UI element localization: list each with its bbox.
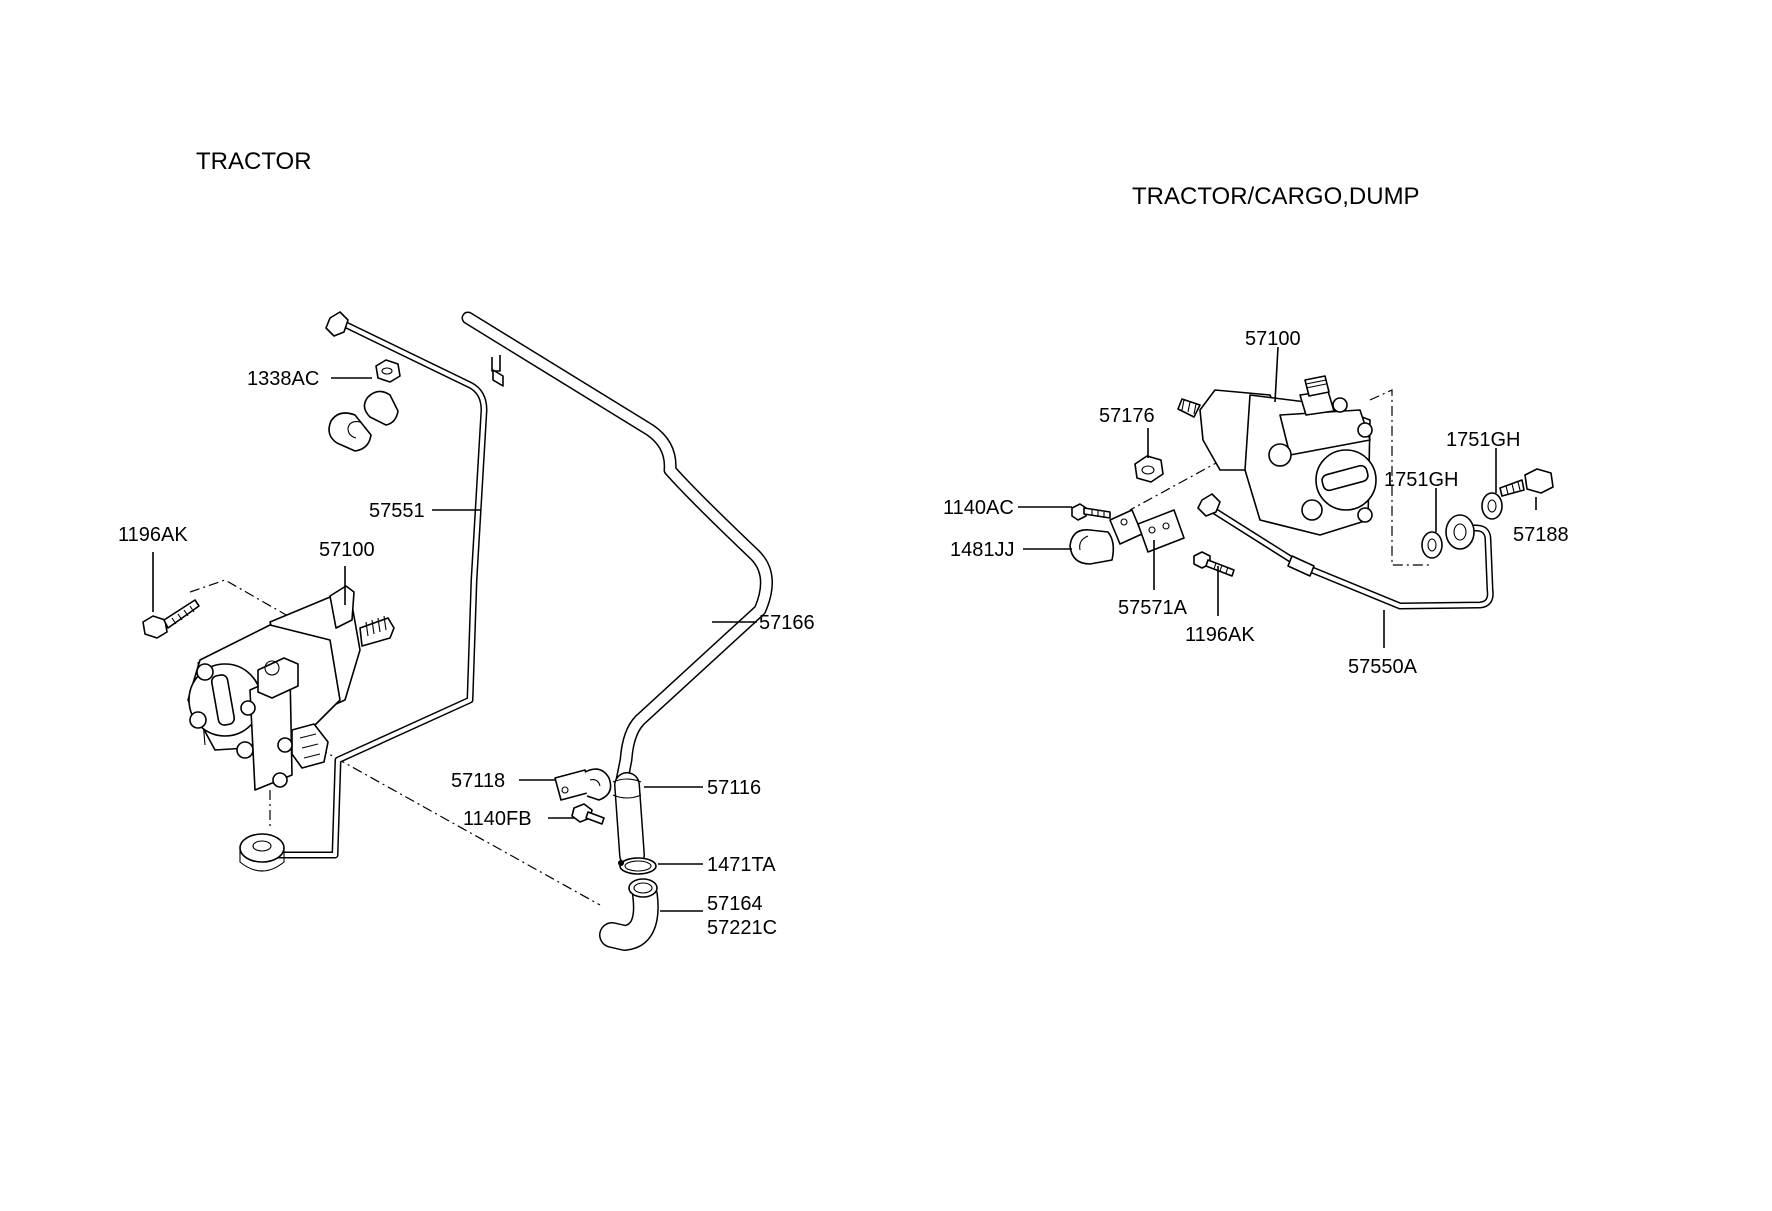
hose-clamp-1471TA[interactable]: [618, 857, 657, 875]
fitting-eye: [1445, 514, 1475, 550]
label-57571A: 57571A: [1118, 597, 1188, 619]
nut-1338AC[interactable]: [375, 359, 401, 383]
hose-57116[interactable]: [612, 772, 645, 868]
bolt-1196AK-left[interactable]: [142, 599, 200, 639]
bolt-1196AK-right[interactable]: [1193, 551, 1235, 577]
bolt-57188[interactable]: [1499, 468, 1554, 497]
pump-57100-right[interactable]: [1177, 375, 1377, 536]
bracket-57571A[interactable]: [1137, 509, 1185, 553]
title-tractor: TRACTOR: [196, 148, 312, 175]
left-assembly: 1338AC 57551 1196AK 57100 57166 57118 57…: [118, 311, 815, 951]
pressure-line-57550A[interactable]: [1197, 493, 1494, 610]
label-1140AC: 1140AC: [943, 497, 1014, 519]
label-1140FB: 1140FB: [463, 808, 532, 830]
clamp-1481JJ[interactable]: [1069, 509, 1143, 565]
banjo-fitting: [239, 833, 285, 863]
label-1196AK-right: 1196AK: [1185, 624, 1255, 646]
label-1751GH-a: 1751GH: [1384, 469, 1459, 491]
label-57100-right: 57100: [1245, 328, 1301, 350]
right-assembly: 57100 57176 1751GH 1751GH 1140AC 57188 1…: [943, 328, 1569, 678]
label-57221C: 57221C: [707, 917, 777, 939]
pump-57100-left[interactable]: [187, 585, 395, 791]
clamp-upper: [328, 390, 399, 452]
label-1471TA: 1471TA: [707, 854, 776, 876]
label-57166: 57166: [759, 612, 815, 634]
label-57550A: 57550A: [1348, 656, 1418, 678]
label-1196AK-left: 1196AK: [118, 524, 188, 546]
pressure-line-57551[interactable]: [239, 311, 488, 872]
label-57188: 57188: [1513, 524, 1569, 546]
bolt-1140FB[interactable]: [571, 803, 605, 825]
pipe-nut: [325, 311, 349, 337]
label-57118: 57118: [451, 770, 505, 792]
leader-57100-right: [1274, 346, 1279, 403]
washer-1751GH-a[interactable]: [1421, 531, 1443, 559]
nut-57176[interactable]: [1134, 455, 1164, 483]
washer-1751GH-b[interactable]: [1481, 492, 1503, 520]
label-57551: 57551: [369, 500, 425, 522]
label-57164: 57164: [707, 893, 763, 915]
bolt-1140AC[interactable]: [1071, 503, 1111, 521]
return-tube-57166[interactable]: [461, 311, 773, 787]
label-57116: 57116: [707, 777, 761, 799]
label-1751GH-b: 1751GH: [1446, 429, 1521, 451]
alignment-line-outlet: [317, 747, 601, 906]
label-57100-left: 57100: [319, 539, 375, 561]
label-57176: 57176: [1099, 405, 1155, 427]
title-tractor-cargo-dump: TRACTOR/CARGO,DUMP: [1132, 183, 1420, 210]
clamp-57118[interactable]: [554, 768, 612, 801]
elbow-hose-57164[interactable]: [599, 878, 659, 951]
tube-bracket: [491, 355, 501, 372]
label-1481JJ: 1481JJ: [950, 539, 1015, 561]
label-1338AC: 1338AC: [247, 368, 319, 390]
